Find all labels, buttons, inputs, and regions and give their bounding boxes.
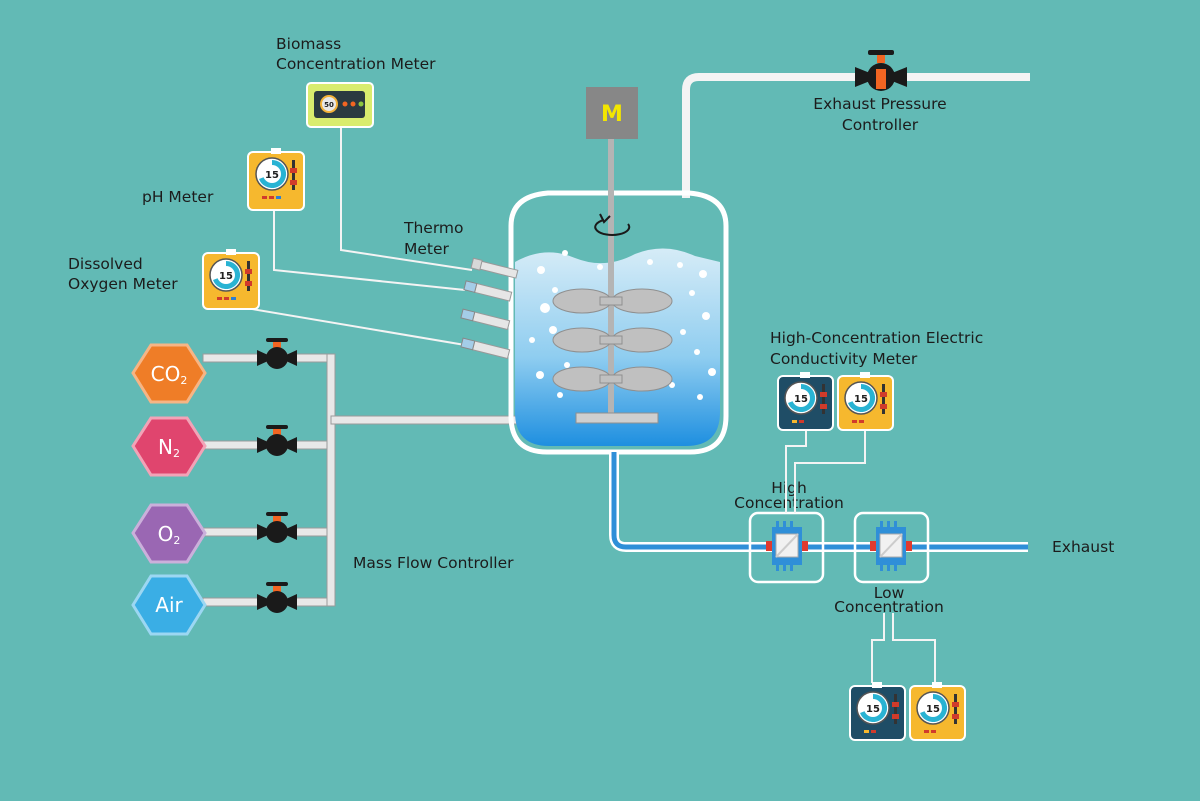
low-concentration-label-2: Concentration bbox=[834, 598, 944, 616]
exhaust-label: Exhaust bbox=[1052, 538, 1114, 556]
sparger bbox=[575, 412, 659, 424]
mass-flow-controller-label: Mass Flow Controller bbox=[353, 554, 514, 572]
exhaust-valve[interactable] bbox=[855, 50, 907, 91]
n2-label: N bbox=[158, 435, 173, 459]
thermo-meter-label-1: Thermo bbox=[403, 219, 464, 237]
air-hexagon bbox=[131, 574, 207, 636]
high-conductivity-meter-2[interactable]: 15 bbox=[837, 372, 894, 431]
dissolved-oxygen-label-2: Oxygen Meter bbox=[68, 275, 178, 293]
impeller bbox=[552, 288, 673, 314]
o2-hexagon bbox=[131, 503, 207, 564]
low-concentration-label-1: Low bbox=[874, 584, 905, 602]
gas-valve[interactable] bbox=[257, 425, 297, 456]
low-conductivity-meter-2[interactable]: 15 bbox=[909, 682, 966, 741]
gas-valve[interactable] bbox=[257, 582, 297, 613]
exhaust-pressure-controller-label-1: Exhaust Pressure bbox=[813, 95, 946, 113]
co2-sub: 2 bbox=[180, 374, 187, 387]
co2-hexagon bbox=[131, 343, 207, 404]
dissolved-oxygen-meter[interactable]: 15 bbox=[202, 249, 260, 310]
bubbles bbox=[529, 250, 716, 400]
impeller bbox=[552, 327, 673, 353]
gas-n2[interactable]: N2 bbox=[131, 416, 207, 477]
thermo-meter-label-2: Meter bbox=[404, 240, 450, 258]
n2-sub: 2 bbox=[173, 447, 180, 460]
motor-label: M bbox=[601, 102, 623, 127]
n2-hexagon bbox=[131, 416, 207, 477]
sensor-wires bbox=[239, 128, 473, 346]
gas-air[interactable]: Air bbox=[131, 574, 207, 636]
agitator-shaft bbox=[608, 138, 614, 415]
do-probe bbox=[460, 337, 511, 360]
hc-meter-2-dial-value: 15 bbox=[854, 394, 868, 405]
air-label: Air bbox=[155, 593, 183, 617]
gas-o2[interactable]: O2 bbox=[131, 503, 207, 564]
gas-co2[interactable]: CO2 bbox=[131, 343, 207, 404]
hc-meter-1-dial-value: 15 bbox=[794, 394, 808, 405]
vessel-wall bbox=[508, 190, 729, 455]
svg-text:O2: O2 bbox=[158, 522, 181, 547]
gas-valve[interactable] bbox=[257, 338, 297, 369]
ph-dial-value: 15 bbox=[265, 170, 279, 181]
o2-sub: 2 bbox=[173, 534, 180, 547]
svg-text:CO2: CO2 bbox=[151, 362, 188, 387]
ph-meter-label: pH Meter bbox=[142, 188, 214, 206]
biomass-label-2: Concentration Meter bbox=[276, 55, 436, 73]
high-concentration-label-2: Concentration bbox=[734, 494, 844, 512]
conductivity-wires bbox=[785, 430, 936, 683]
co2-label: CO bbox=[151, 362, 181, 386]
impeller bbox=[552, 366, 673, 392]
low-conductivity-meter-1[interactable]: 15 bbox=[849, 682, 906, 741]
exhaust-gas-pipe bbox=[682, 73, 1030, 198]
hc-conductivity-label-2: Conductivity Meter bbox=[770, 350, 918, 368]
low-concentration-sensor[interactable] bbox=[853, 511, 930, 584]
do-dial-value: 15 bbox=[219, 271, 233, 282]
rotation-arrow-icon bbox=[594, 219, 631, 236]
exhaust-pressure-controller-label-2: Controller bbox=[842, 116, 919, 134]
dissolved-oxygen-label-1: Dissolved bbox=[68, 255, 143, 273]
high-concentration-sensor[interactable] bbox=[748, 511, 825, 584]
lc-meter-2-dial-value: 15 bbox=[926, 704, 940, 715]
ph-probe bbox=[463, 280, 513, 302]
biomass-label-1: Biomass bbox=[276, 35, 341, 53]
hc-conductivity-label-1: High-Concentration Electric bbox=[770, 329, 983, 347]
lc-meter-1-dial-value: 15 bbox=[866, 704, 880, 715]
motor[interactable]: M bbox=[586, 87, 638, 139]
ph-meter[interactable]: 15 bbox=[247, 148, 305, 211]
biomass-concentration-meter[interactable]: 50 bbox=[306, 82, 374, 128]
biomass-display-value: 50 bbox=[324, 101, 334, 109]
thermo-probe bbox=[470, 257, 519, 279]
high-conductivity-meter-1[interactable]: 15 bbox=[777, 372, 834, 431]
biomass-probe bbox=[460, 308, 511, 331]
bioreactor-vessel bbox=[508, 138, 729, 455]
high-concentration-label-1: High bbox=[771, 479, 807, 497]
gas-valve[interactable] bbox=[257, 512, 297, 543]
svg-text:N2: N2 bbox=[158, 435, 180, 460]
o2-label: O bbox=[158, 522, 174, 546]
